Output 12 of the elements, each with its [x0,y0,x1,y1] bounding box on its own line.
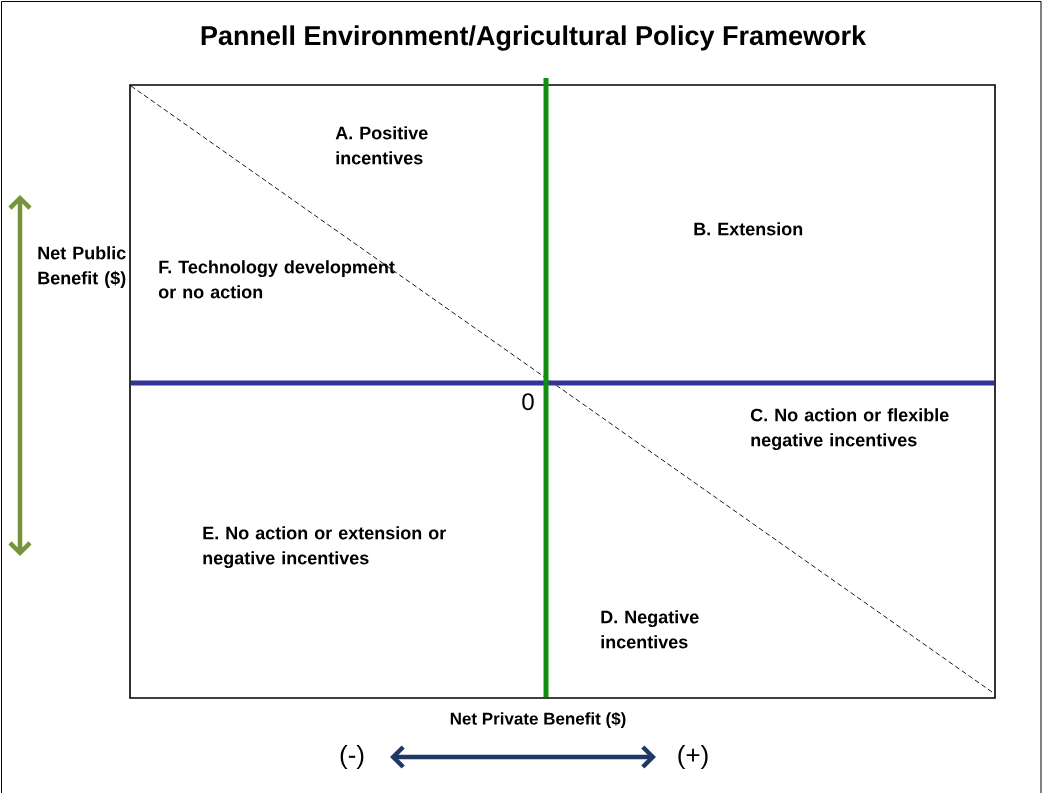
quadrant-label: A. Positive incentives [335,126,428,165]
sign-label: (+) [678,744,708,770]
quadrant-label: D. Negative incentives [601,610,699,649]
sign-label: (-) [340,744,364,770]
axis-title: Net Private Benefit ($) [450,711,626,729]
quadrant-label: C. No action or flexible negative incentives [750,408,949,451]
origin-label: 0 [522,393,534,411]
quadrant-label: Net Public Benefit ($) [38,246,126,288]
quadrant-label: F. Technology development or no action [158,260,395,299]
title: Pannell Environment/Agricultural Policy Framework [201,25,867,51]
quadrant-label: E. No action or extension or negative incentives [203,526,446,569]
quadrant-label: B. Extension [694,222,803,236]
